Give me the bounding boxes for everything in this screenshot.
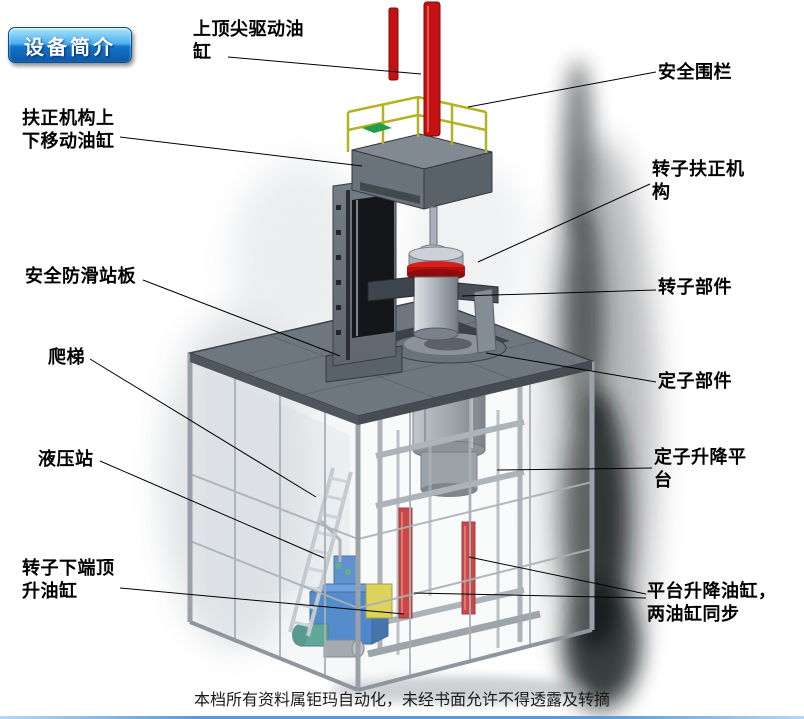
leader-ladder <box>89 358 317 498</box>
leader-antislip-platform <box>142 279 341 357</box>
press-head <box>351 133 493 210</box>
callout-hydraulic-station: 液压站 <box>38 449 94 469</box>
callout-antislip-platform: 安全防滑站板 <box>25 266 136 286</box>
bottom-border-line <box>0 716 804 719</box>
smoke-shadow <box>545 60 655 719</box>
leader-platform-lift-cylinder-right <box>468 556 647 595</box>
leader-rotor-bottom-jack-cylinder <box>119 587 405 615</box>
callout-stator-lift-platform: 定子升降平台 <box>654 447 747 491</box>
safety-fence-railing <box>346 95 488 153</box>
leader-centering-move-cylinder <box>119 136 363 167</box>
leader-rotor-component <box>461 289 657 297</box>
green-pad <box>362 123 392 133</box>
leader-stator-component <box>485 352 657 383</box>
callout-rotor-component: 转子部件 <box>658 277 732 297</box>
callout-platform-lift-cylinders: 平台升降油缸，两油缸同步 <box>647 581 777 625</box>
platform-lift-cylinders <box>398 507 476 619</box>
callout-centering-move-cylinder: 扶正机构上下移动油缸 <box>22 108 115 152</box>
callout-rotor-centering-mechanism: 转子扶正机构 <box>652 159 745 203</box>
leader-lines <box>89 56 657 615</box>
callout-rotor-bottom-jack-cylinder: 转子下端顶升油缸 <box>22 558 115 602</box>
leader-rotor-centering-mechanism <box>477 183 651 263</box>
rotor-assembly <box>367 206 499 354</box>
leader-safety-fence <box>467 71 657 108</box>
leader-platform-lift-cylinder-left <box>413 592 647 599</box>
callout-safety-fence: 安全围栏 <box>658 62 732 82</box>
callout-stator-component: 定子部件 <box>658 371 732 391</box>
title-badge: 设备简介 <box>8 27 132 63</box>
leader-hydraulic-station <box>99 460 325 559</box>
leader-stator-lift-platform <box>496 467 653 471</box>
callout-top-center-cylinder: 上顶尖驱动油缸 <box>193 19 304 63</box>
leader-top-center-cylinder <box>227 56 422 75</box>
top-drive-cylinders <box>388 1 441 137</box>
callout-ladder: 爬梯 <box>48 347 85 367</box>
watermark-text: 本档所有资料属钜玛自动化，未经书面允许不得透露及转摘 <box>193 692 610 709</box>
